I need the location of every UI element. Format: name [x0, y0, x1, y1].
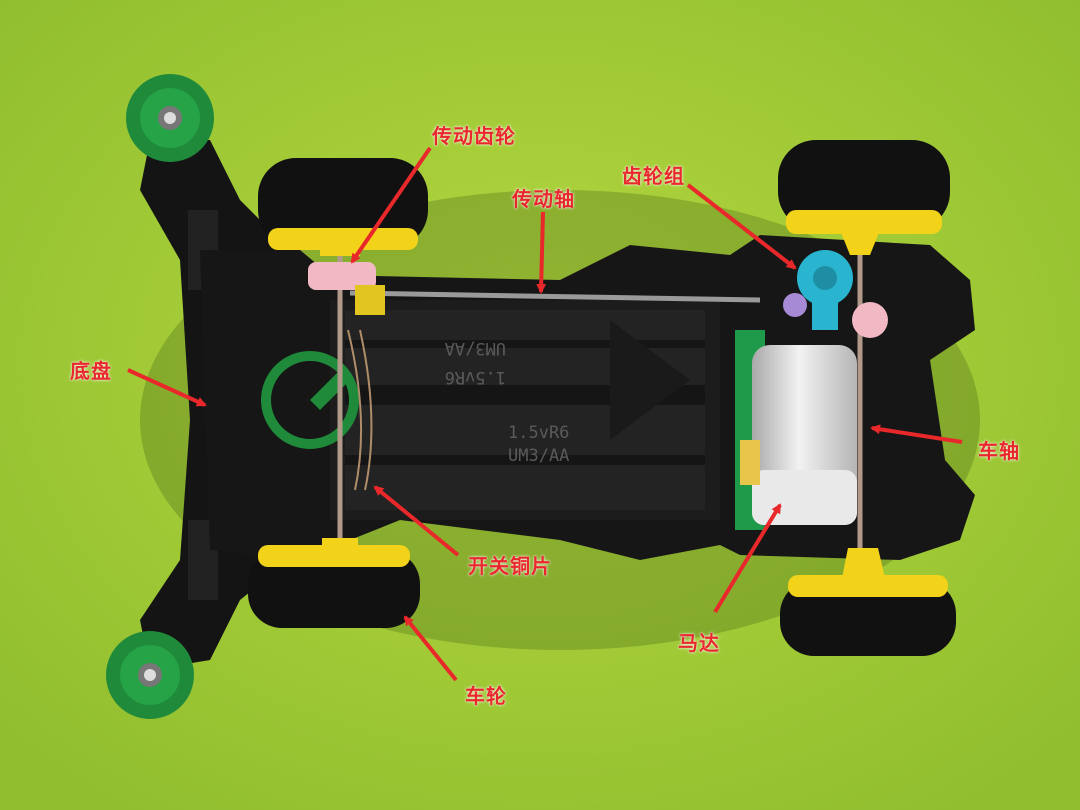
- label-wheel: 车轮: [465, 684, 507, 708]
- label-gear-set: 齿轮组: [622, 164, 685, 188]
- label-chassis: 底盘: [70, 359, 112, 383]
- wheel-rear-top: [778, 140, 950, 255]
- arrow-motor: [713, 503, 782, 614]
- arrow-drive-shaft: [536, 211, 547, 294]
- drive-gear: [308, 262, 385, 315]
- callout-arrows: [127, 146, 963, 682]
- battery-markings: UM3/AA 1.5vR6 1.5vR6 UM3/AA: [445, 338, 570, 466]
- svg-text:UM3/AA: UM3/AA: [445, 338, 506, 358]
- arrow-axle: [870, 424, 963, 444]
- front-roller-bottom: [106, 631, 194, 719]
- arrow-chassis: [127, 368, 207, 407]
- front-roller-top: [126, 74, 214, 162]
- label-switch-copper: 开关铜片: [468, 554, 552, 578]
- svg-text:UM3/AA: UM3/AA: [508, 446, 569, 466]
- gear-set: [783, 250, 888, 338]
- wheel-rear-bottom: [780, 548, 956, 656]
- svg-text:1.5vR6: 1.5vR6: [445, 367, 506, 387]
- wheel-front-bottom: [248, 538, 420, 628]
- label-drive-shaft: 传动轴: [512, 187, 575, 211]
- arrow-drive-gear: [350, 146, 432, 264]
- svg-text:1.5vR6: 1.5vR6: [508, 423, 569, 443]
- arrow-gear-set: [686, 183, 797, 270]
- arrow-wheel: [403, 615, 458, 682]
- motor: [735, 330, 857, 530]
- label-axle: 车轴: [978, 439, 1020, 463]
- arrow-switch-copper: [373, 485, 460, 557]
- wheel-front-top: [258, 158, 428, 256]
- label-motor: 马达: [678, 631, 720, 655]
- label-drive-gear: 传动齿轮: [432, 124, 516, 148]
- drive-shaft: [349, 290, 761, 303]
